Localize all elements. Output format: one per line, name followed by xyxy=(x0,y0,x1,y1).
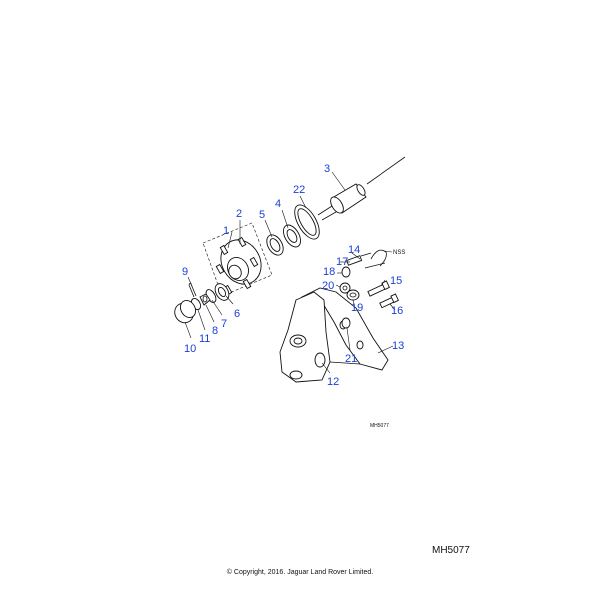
callout-19: 19 xyxy=(351,302,363,314)
part-3-drive-shaft xyxy=(317,156,406,221)
part-5-bearing-cup xyxy=(266,234,284,256)
part-20-nut xyxy=(339,282,351,294)
callout-9: 9 xyxy=(182,266,188,278)
copyright-notice: © Copyright, 2016. Jaguar Land Rover Lim… xyxy=(226,569,374,576)
callout-6: 6 xyxy=(234,308,240,320)
part-16-bolt xyxy=(379,293,400,309)
callout-1: 1 xyxy=(223,225,229,237)
callout-3: 3 xyxy=(324,163,330,175)
part-1-2-hub-assembly xyxy=(202,222,273,297)
callout-16: 16 xyxy=(391,305,403,317)
part-19-washer xyxy=(346,289,360,301)
part-17-bolt xyxy=(346,252,372,266)
callout-20: 20 xyxy=(322,280,334,292)
part-10-hub-cap xyxy=(174,300,196,324)
part-8-nut xyxy=(199,293,211,306)
leader-lines xyxy=(184,171,396,374)
diagram-reference-small: MH5077 xyxy=(370,423,389,429)
callout-21: 21 xyxy=(345,353,357,365)
callout-10: 10 xyxy=(184,343,196,355)
callout-7: 7 xyxy=(221,318,227,330)
part-6-bearing xyxy=(214,283,230,301)
part-4-bearing xyxy=(283,224,301,248)
callout-14: 14 xyxy=(348,244,360,256)
nss-label: NSS xyxy=(393,250,405,256)
callout-4: 4 xyxy=(275,198,281,210)
part-12-13-steering-arm xyxy=(279,287,389,383)
callout-13: 13 xyxy=(392,340,404,352)
part-22-ring-seal xyxy=(294,204,320,240)
callout-22: 22 xyxy=(293,184,305,196)
callout-17: 17 xyxy=(336,256,348,268)
part-9-split-pin xyxy=(188,282,197,298)
callout-8: 8 xyxy=(212,325,218,337)
part-18-washer xyxy=(341,266,351,278)
part-15-bolt xyxy=(367,280,391,297)
part-21-bushing xyxy=(341,317,351,329)
callout-5: 5 xyxy=(259,209,265,221)
callout-12: 12 xyxy=(327,376,339,388)
callout-2: 2 xyxy=(236,208,242,220)
callout-11: 11 xyxy=(199,333,210,345)
callout-15: 15 xyxy=(390,275,402,287)
callout-labels: 3 22 4 2 5 1 14 NSS 17 9 18 15 20 19 16 … xyxy=(182,163,405,388)
diagram-reference-number: MH5077 xyxy=(432,545,470,556)
part-14-clip xyxy=(364,249,387,269)
callout-18: 18 xyxy=(323,266,335,278)
